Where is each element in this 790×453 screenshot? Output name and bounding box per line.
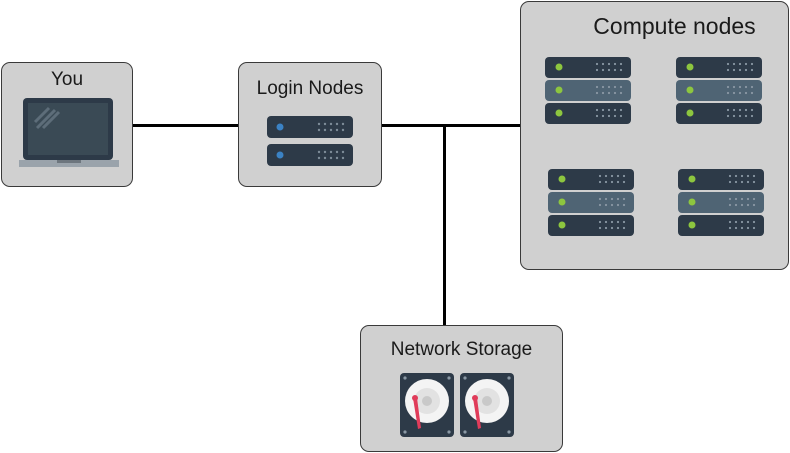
login-nodes: Login Nodes bbox=[238, 62, 382, 187]
compute-nodes: Compute nodes bbox=[520, 1, 789, 270]
hard-disk-icon bbox=[400, 373, 454, 437]
server-rack-icon bbox=[545, 56, 633, 128]
network-storage: Network Storage bbox=[360, 325, 563, 452]
compute-nodes-label: Compute nodes bbox=[593, 13, 756, 39]
network-storage-label: Network Storage bbox=[390, 339, 533, 360]
server-rack-icon bbox=[548, 168, 636, 240]
you-node: You bbox=[1, 62, 133, 187]
login-nodes-label: Login Nodes bbox=[256, 78, 364, 99]
server-rack-icon bbox=[678, 168, 766, 240]
laptop-icon bbox=[19, 96, 119, 170]
login-server-1 bbox=[267, 116, 355, 140]
login-server-2 bbox=[267, 144, 355, 168]
wire-you-login bbox=[132, 124, 240, 127]
you-label: You bbox=[50, 69, 84, 90]
wire-to-storage bbox=[443, 124, 446, 328]
hard-disk-icon bbox=[460, 373, 514, 437]
wire-login-compute bbox=[380, 124, 522, 127]
server-rack-icon bbox=[676, 56, 764, 128]
